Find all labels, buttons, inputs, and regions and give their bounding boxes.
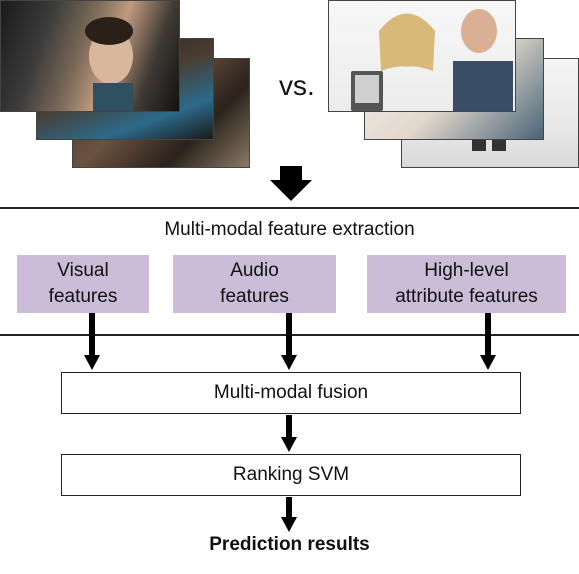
left-frame-front (0, 0, 180, 112)
section-divider-top (0, 207, 579, 209)
vs-label: vs. (279, 70, 315, 101)
visual-features-box: Visual features (17, 255, 149, 313)
child-face-image (85, 17, 133, 111)
down-arrow-large-icon (270, 166, 312, 201)
right-frame-front (328, 0, 516, 112)
woman-with-ereader-image (351, 9, 513, 111)
audio-features-box: Audio features (173, 255, 336, 313)
ranking-svm-box: Ranking SVM (61, 454, 521, 496)
attribute-features-box: High-level attribute features (367, 255, 566, 313)
prediction-results-label: Prediction results (209, 534, 370, 555)
section-title: Multi-modal feature extraction (164, 219, 415, 240)
fusion-box: Multi-modal fusion (61, 372, 521, 414)
